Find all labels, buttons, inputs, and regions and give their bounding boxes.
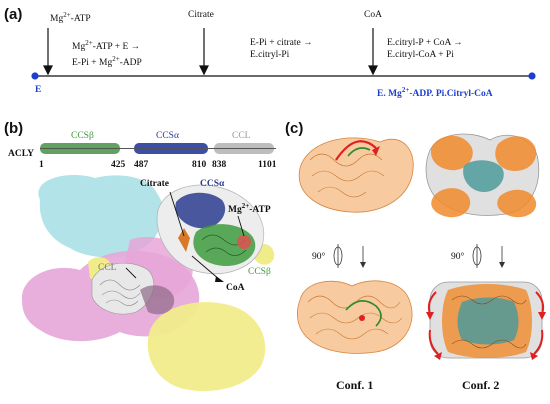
conf1-bottom-structure: [296, 280, 413, 354]
timeline-start-label: E: [35, 85, 42, 95]
citrate-site: [178, 228, 190, 252]
conf1-top-ribbons: [309, 153, 385, 198]
panel-b-label: (b): [4, 120, 24, 137]
coa-arrowhead: [215, 276, 224, 282]
domain-label-ccsa: CCSα: [156, 131, 179, 141]
top-label-coa: CoA: [364, 10, 382, 20]
equation-2: E-Pi + citrate → E.citryl-Pi: [250, 38, 313, 60]
conf2-top-orange-1: [430, 135, 473, 171]
surface-cyan: [38, 174, 164, 258]
conf1-bottom-red-site: [359, 315, 365, 321]
tick-838: 838: [212, 160, 227, 170]
domain-label-ccsb: CCSβ: [71, 131, 94, 141]
conf2-bottom-teal: [457, 297, 519, 345]
surface-yellow: [147, 302, 266, 391]
tick-1: 1: [39, 160, 44, 170]
conf2-top-orange-3: [431, 188, 471, 218]
conf1-bottom-green-loop: [345, 300, 382, 327]
tick-487: 487: [134, 160, 149, 170]
conf2-label: Conf. 2: [462, 378, 500, 392]
top-label-citrate: Citrate: [188, 10, 214, 20]
surface-dark: [140, 285, 175, 315]
conf1-top-green-loop: [347, 147, 371, 157]
ccsa-ribbon: [175, 192, 226, 229]
conf2-red-arrowheads: [426, 312, 546, 360]
mgatp-site: [237, 235, 251, 249]
label-ccsb-structure: CCSβ: [248, 267, 271, 277]
conf1-top-red-arrowhead: [372, 146, 380, 156]
panel-a-label: (a): [4, 6, 23, 23]
ccl-ribbons: [99, 279, 141, 306]
rotation-label-1: 90°: [312, 252, 326, 262]
label-coa: CoA: [226, 283, 245, 293]
arrowhead-citrate: [199, 65, 209, 76]
timeline-end-label: E. Mg2+-ADP. Pi.Citryl-CoA: [377, 86, 493, 100]
protein-name: ACLY: [8, 149, 35, 159]
top-label-mgatp: Mg2+-ATP: [50, 11, 91, 25]
pointer-lines: [125, 191, 245, 281]
equation-1: Mg2+-ATP + E → E-Pi + Mg2+-ADP: [72, 39, 142, 69]
label-citrate: Citrate: [140, 179, 170, 189]
label-ccsa-structure: CCSα: [200, 179, 225, 189]
domain-label-ccl: CCL: [232, 131, 251, 141]
conf2-top-orange-2: [495, 136, 537, 172]
rotation-arrow-2: [499, 262, 505, 268]
ccsb-ribbon: [193, 224, 256, 266]
label-ccl-structure: CCL: [98, 263, 117, 273]
conf2-bottom-ribbons: [451, 295, 527, 349]
conf1-top-red-arrow: [335, 140, 377, 161]
conf2-top-teal: [463, 160, 504, 192]
domain-baseline: [40, 148, 276, 149]
rotation-arrow-1: [360, 262, 366, 268]
equation-3: E.citryl-P + CoA → E.citryl-CoA + Pi: [387, 38, 463, 60]
conf1-label: Conf. 1: [336, 378, 374, 392]
conf2-top-orange-4: [497, 189, 537, 218]
rotation-label-2: 90°: [451, 252, 465, 262]
timeline-start-dot: [31, 72, 39, 80]
tick-1101: 1101: [258, 160, 277, 170]
conf1-top-structure: [298, 137, 414, 213]
rotation-indicators: [333, 244, 503, 268]
panel-c-label: (c): [285, 120, 304, 137]
tick-425: 425: [111, 160, 126, 170]
timeline-end-dot: [528, 72, 536, 80]
arrowhead-mgatp: [43, 65, 53, 76]
label-mgatp: Mg2+-ATP: [228, 202, 271, 216]
arrowhead-coa: [368, 65, 378, 76]
tick-810: 810: [192, 160, 207, 170]
